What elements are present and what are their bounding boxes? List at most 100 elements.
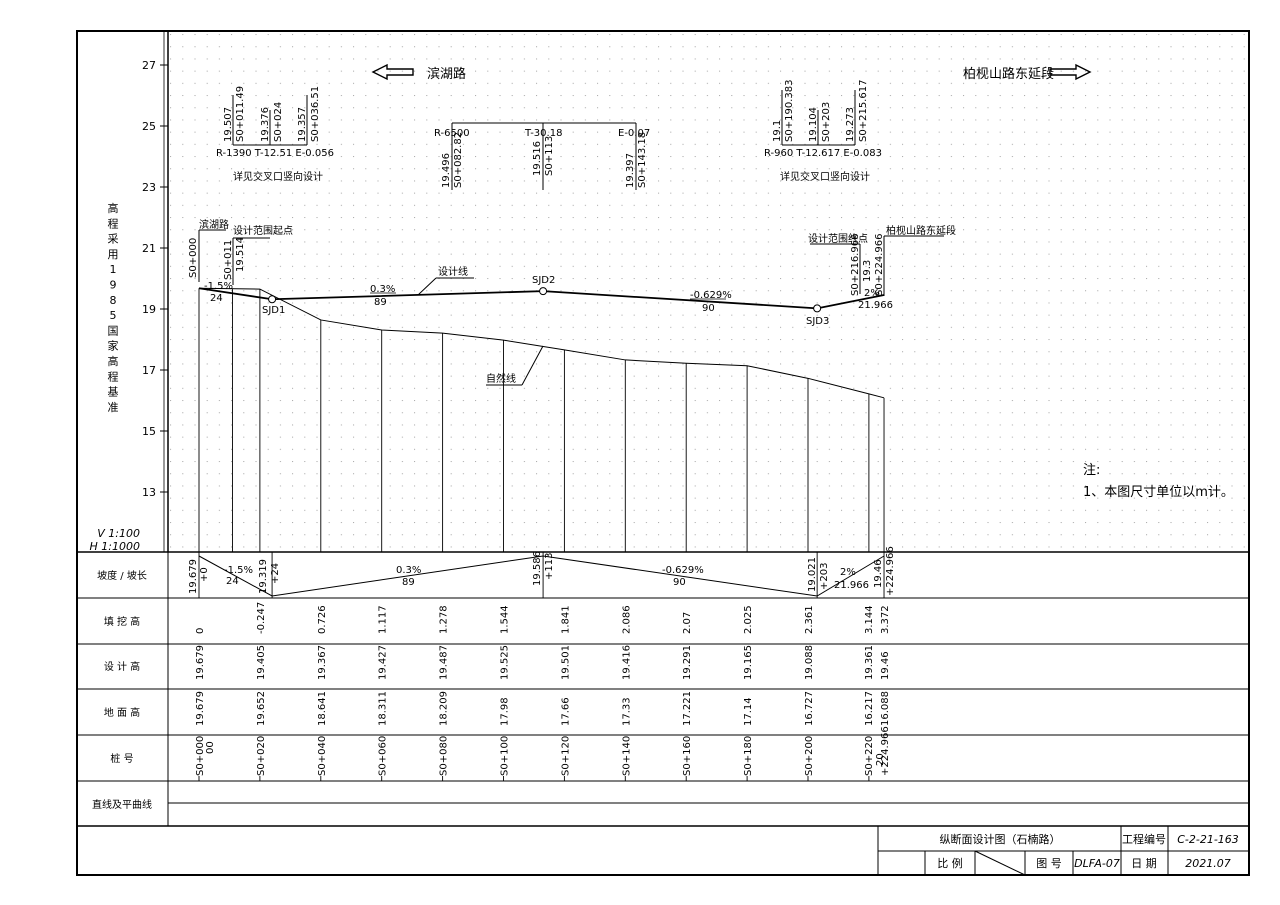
elevation-note-char: 5 [110,309,117,322]
row-label-fill: 填 挖 高 [104,615,140,628]
table-cell: -0.247 [256,602,267,634]
c2-sta1: S0+082.82 [453,132,464,188]
table-cell: 19.361 [864,645,875,680]
gs0-grade: -1.5% [224,565,253,576]
station-extra: 20 [875,753,886,766]
direction-left: 滨湖路 [371,63,466,82]
y-tick-label: 13 [142,486,156,499]
table-cell: 2.086 [621,605,632,634]
table-cell: 0 [195,628,206,634]
pg4-grade: 2% [864,288,880,299]
table-cell: S0+220 [864,736,875,776]
date: 2021.07 [1185,857,1231,870]
direction-right-label: 柏枧山路东延段 [963,66,1054,82]
c1-note: 详见交叉口竖向设计 [233,170,323,183]
pg1-length: 24 [210,293,223,304]
design-line-label: 设计线 [438,265,468,278]
table-cell: 1.544 [500,605,511,634]
table-cell: 17.98 [500,697,511,726]
y-tick-label: 21 [142,242,156,255]
gc4-elev: 19.46 [873,559,884,588]
scale-horizontal: H 1:1000 [90,540,140,553]
scale-label: 比 例 [937,856,963,870]
gc1-elev: 19.319 [258,559,269,594]
c1-sta2: S0+024 [273,102,284,142]
pg2-length: 89 [374,297,387,308]
table-cell: 16.217 [864,691,875,726]
natural-line-label: 自然线 [486,372,516,385]
c2-sta2: S0+113 [544,136,555,176]
row-label-ground: 地 面 高 [104,706,140,719]
row-label-station: 桩 号 [110,752,133,765]
elevation-note-char: 家 [108,339,119,353]
drawing-frame [76,30,1250,876]
date-label: 日 期 [1131,857,1157,870]
c2-t: T-30.18 [524,128,562,139]
table-cell: S0+140 [621,736,632,776]
end-road-label: 柏枧山路东延段 [886,224,956,237]
sjd2-label: SJD2 [532,275,555,286]
table-cell: S0+080 [439,736,450,776]
profile-plot [198,287,885,552]
table-cell: 17.221 [682,691,693,726]
table-cell: S0+060 [378,736,389,776]
elev11-label: 19.514 [235,237,246,272]
elevation-note-char: 1 [110,263,117,276]
table-cell: 17.14 [743,697,754,726]
c2-sta3: S0+143.18 [637,132,648,188]
grade-zigzag [198,555,885,597]
c3-elev2: 19.104 [808,107,819,142]
end-point-label: 设计范围终点 [808,232,868,245]
data-table: 坡度 / 坡长 填 挖 高 设 计 高 地 面 高 桩 号 直线及平曲线 [77,551,1249,827]
row-label-alignment: 直线及平曲线 [92,798,152,811]
sta0-label: S0+000 [188,238,199,278]
table-cell: 3.144 [864,605,875,634]
station-extra: 00 [205,741,216,754]
gc1-sta: +24 [270,563,281,584]
gc2-sta: +113 [544,553,555,580]
table-cell: S0+040 [317,736,328,776]
pg3-length: 90 [702,303,715,314]
grid-background [170,34,1248,552]
table-cell: 19.165 [743,645,754,680]
sjd-point-1 [268,295,277,304]
table-cell: 1.117 [378,605,389,634]
table-cell: S0+020 [256,736,267,776]
table-cell: 16.727 [804,691,815,726]
c3-params: R-960 T-12.617 E-0.083 [764,148,882,159]
table-cell: 19.405 [256,645,267,680]
table-cell: 19.46 [880,651,891,680]
note-title: 注: [1083,463,1100,478]
table-cell: 19.367 [317,645,328,680]
table-cell: 2.025 [743,605,754,634]
c1-elev3: 19.357 [297,107,308,142]
elev-end-label: 19.3 [862,260,873,282]
c2-e: E-0.07 [618,128,650,139]
c3-sta2: S0+203 [821,102,832,142]
c1-sta1: S0+011.49 [235,86,246,142]
table-cell: 17.66 [560,697,571,726]
gs0-length: 24 [226,576,239,587]
table-cell: 19.652 [256,691,267,726]
c1-elev1: 19.507 [223,107,234,142]
table-cell: 16.088 [880,691,891,726]
sta11-label: S0+011 [223,240,234,280]
table-cell: 1.841 [560,605,571,634]
gs3-grade: 2% [840,567,856,578]
c3-elev3: 19.273 [845,107,856,142]
table-cell: +224.966 [880,726,891,776]
elevation-note-char: 8 [110,294,117,307]
note-line1: 1、本图尺寸单位以m计。 [1083,485,1234,500]
vertical-curve-2: R-6500 T-30.18 E-0.07 19.496 S0+082.82 1… [434,122,650,190]
table-cell: 3.372 [880,605,891,634]
elevation-note-char: 用 [108,248,119,261]
elevation-note-char: 高 [108,201,119,215]
gc0-elev: 19.679 [188,559,199,594]
pg4-length: 21.966 [858,300,893,311]
grade-row [198,552,885,598]
sta216-label: S0+216.966 [850,234,861,296]
y-tick-label: 27 [142,59,156,72]
table-cell: S0+000 [195,736,206,776]
